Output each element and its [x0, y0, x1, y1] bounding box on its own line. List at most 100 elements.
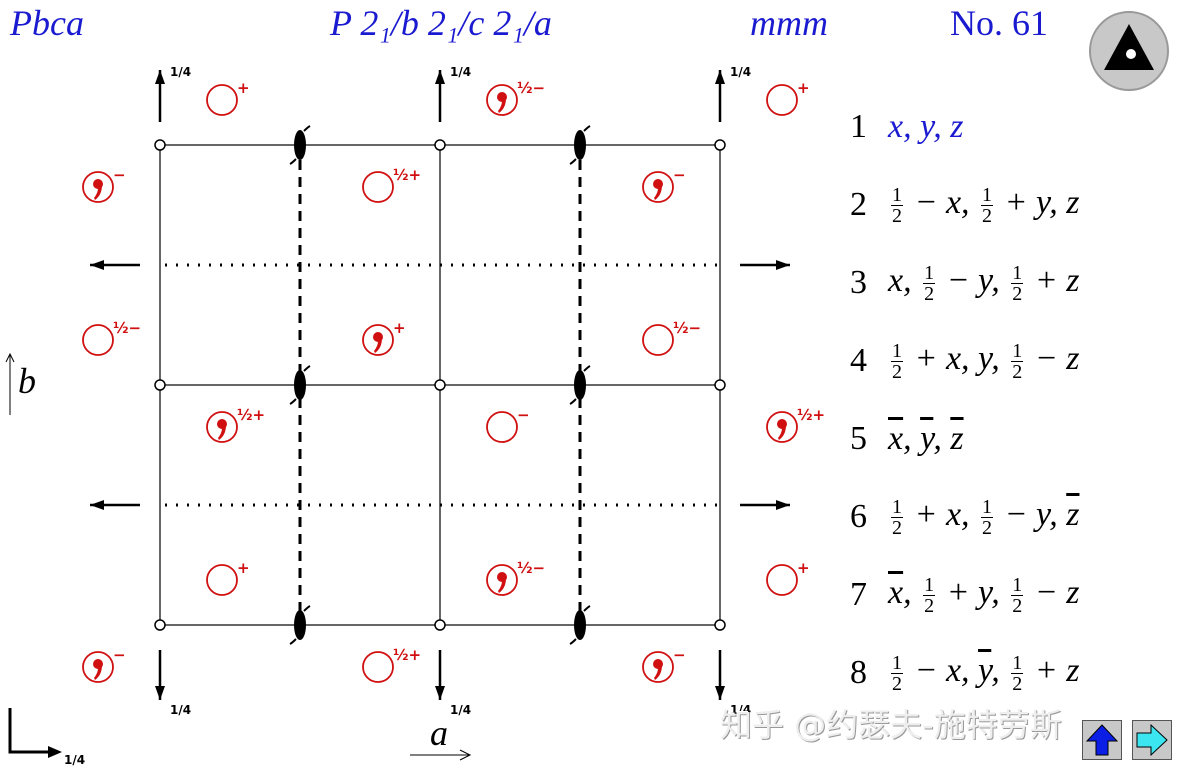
screw-axis-arrow-up — [435, 70, 445, 122]
screw-axis-body — [294, 610, 306, 640]
screw-axis-icon — [569, 605, 591, 645]
atom-sign: ½+ — [797, 406, 825, 424]
screw-axis-arrow-down — [155, 650, 165, 700]
atom-enantiomorph-icon: ½+ — [766, 406, 825, 443]
screw-axis-body — [574, 370, 586, 400]
screw-axis-hook — [569, 605, 591, 645]
atom-sign: − — [673, 166, 686, 184]
atom-enantiomorph-icon: − — [82, 166, 126, 203]
atom-sign: − — [673, 646, 686, 664]
atom-circle — [642, 651, 674, 683]
screw-axis-arrow-down — [715, 650, 725, 700]
comma-tail — [498, 578, 506, 593]
position-number: 4 — [850, 342, 867, 379]
position-number: 8 — [850, 654, 867, 691]
position-number: 7 — [850, 576, 867, 613]
comma-tail — [218, 425, 226, 440]
screw-axis-hook — [569, 365, 591, 405]
arrow-head — [90, 260, 104, 270]
right-arrow-icon — [1136, 723, 1168, 757]
short-symbol: Pbca — [10, 3, 84, 43]
screw-axis-body — [574, 130, 586, 160]
origin-height-label: 1/4 — [64, 753, 85, 767]
atom-circle — [642, 324, 674, 356]
atom-icon: + — [206, 559, 250, 596]
height-label: 1/4 — [170, 65, 191, 79]
inversion-center-icon — [714, 139, 726, 151]
next-button[interactable] — [1132, 720, 1172, 760]
inversion-center-icon — [714, 379, 726, 391]
atom-sign: ½+ — [237, 406, 265, 424]
atom-enantiomorph-icon: ½+ — [206, 406, 265, 443]
atom-sign: + — [797, 79, 810, 97]
atom-enantiomorph-icon: − — [642, 646, 686, 683]
axis-arrow-right — [740, 500, 790, 510]
atom-circle — [766, 411, 798, 443]
comma-tail — [778, 425, 786, 440]
atom-enantiomorph-icon: ½− — [486, 559, 545, 596]
atom-sign: + — [797, 559, 810, 577]
atom-circle — [206, 564, 238, 596]
axis-a-label: a — [430, 713, 448, 753]
inversion-center-icon — [434, 619, 446, 631]
atom-circle — [82, 171, 114, 203]
atom-sign: ½− — [673, 319, 701, 337]
screw-axis-icon — [569, 125, 591, 165]
atom-sign: − — [113, 166, 126, 184]
atom-circle — [362, 324, 394, 356]
atom-circle — [486, 411, 518, 443]
screw-axis-body — [574, 610, 586, 640]
atom-icon: + — [766, 79, 810, 116]
height-label: 1/4 — [170, 703, 191, 717]
atom-icon: + — [766, 559, 810, 596]
atom-circle — [486, 564, 518, 596]
screw-axis-hook — [289, 605, 311, 645]
position-number: 2 — [850, 186, 867, 223]
position-expr: x, y, z — [888, 108, 964, 145]
atom-circle — [642, 171, 674, 203]
inversion-center-icon — [714, 619, 726, 631]
up-button[interactable] — [1082, 720, 1122, 760]
atom-sign: − — [517, 406, 530, 424]
position-number: 6 — [850, 498, 867, 535]
arrow-head — [435, 686, 445, 700]
position-number: 1 — [850, 108, 867, 145]
atom-circle — [206, 411, 238, 443]
full-symbol: P 2₁/b 2₁/c 2₁/a — [330, 3, 552, 43]
atom-icon: ½+ — [362, 646, 421, 683]
comma-tail — [94, 665, 102, 680]
screw-axis-hook — [289, 365, 311, 405]
atom-enantiomorph-icon: + — [362, 319, 406, 356]
atom-enantiomorph-icon: − — [642, 166, 686, 203]
up-arrow-icon — [1085, 724, 1119, 756]
atom-icon: + — [206, 79, 250, 116]
origin-axis-arrowhead — [48, 746, 62, 758]
axis-b-label: b — [18, 361, 36, 401]
atom-sign: ½+ — [393, 646, 421, 664]
space-group-number: No. 61 — [950, 3, 1048, 43]
comma-tail — [498, 98, 506, 113]
a-axis-arrow — [410, 749, 472, 761]
screw-axis-arrow-up — [715, 70, 725, 122]
atom-sign: + — [237, 559, 250, 577]
symmetry-diagram: 1/41/41/41/41/41/41/4+½−+−½+−½−+½−½+−½++… — [5, 65, 825, 767]
atom-circle — [766, 84, 798, 116]
comma-tail — [374, 338, 382, 353]
inversion-center-icon — [154, 379, 166, 391]
atom-circle — [766, 564, 798, 596]
atom-circle — [362, 651, 394, 683]
screw-axis-body — [294, 370, 306, 400]
screw-axis-icon — [289, 365, 311, 405]
comma-tail — [654, 665, 662, 680]
atom-circle — [486, 84, 518, 116]
arrow-head — [776, 500, 790, 510]
atom-icon: ½− — [642, 319, 701, 356]
arrow-head — [155, 70, 165, 84]
arrow-head — [155, 686, 165, 700]
